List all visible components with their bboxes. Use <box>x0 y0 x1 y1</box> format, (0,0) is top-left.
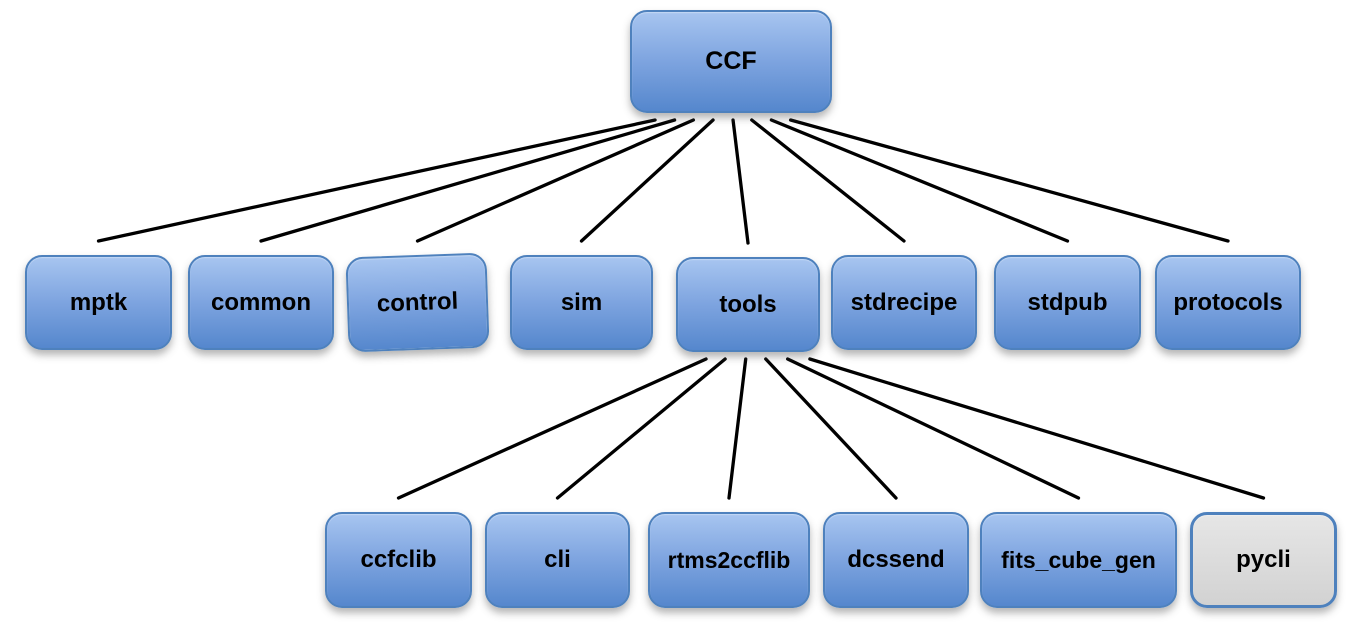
edge-tools-ccfclib <box>396 357 708 500</box>
edge-ccf-stdrecipe <box>750 118 906 243</box>
edge-ccf-stdpub <box>769 118 1070 243</box>
node-mptk: mptk <box>25 255 172 350</box>
edge-ccf-common <box>259 118 677 243</box>
node-ccfclib: ccfclib <box>325 512 472 608</box>
node-fits_cube_gen: fits_cube_gen <box>980 512 1177 608</box>
edge-tools-dcssend <box>764 357 898 500</box>
edge-tools-cli <box>555 357 727 500</box>
edge-tools-rtms2ccflib <box>727 357 748 500</box>
node-stdpub: stdpub <box>994 255 1141 350</box>
node-protocols: protocols <box>1155 255 1301 350</box>
node-control: control <box>345 252 490 353</box>
edge-tools-fits_cube_gen <box>786 357 1081 500</box>
node-stdrecipe: stdrecipe <box>831 255 977 350</box>
node-rtms2ccflib: rtms2ccflib <box>648 512 810 608</box>
node-pycli: pycli <box>1190 512 1337 608</box>
edge-tools-pycli <box>808 357 1266 500</box>
node-tools: tools <box>676 257 820 352</box>
node-cli: cli <box>485 512 630 608</box>
edge-ccf-mptk <box>96 118 657 243</box>
edge-ccf-sim <box>579 118 715 243</box>
edge-ccf-control <box>415 118 696 243</box>
node-ccf: CCF <box>630 10 832 113</box>
node-dcssend: dcssend <box>823 512 969 608</box>
node-sim: sim <box>510 255 653 350</box>
edge-ccf-tools <box>731 118 750 245</box>
edge-ccf-protocols <box>788 118 1230 243</box>
node-common: common <box>188 255 334 350</box>
